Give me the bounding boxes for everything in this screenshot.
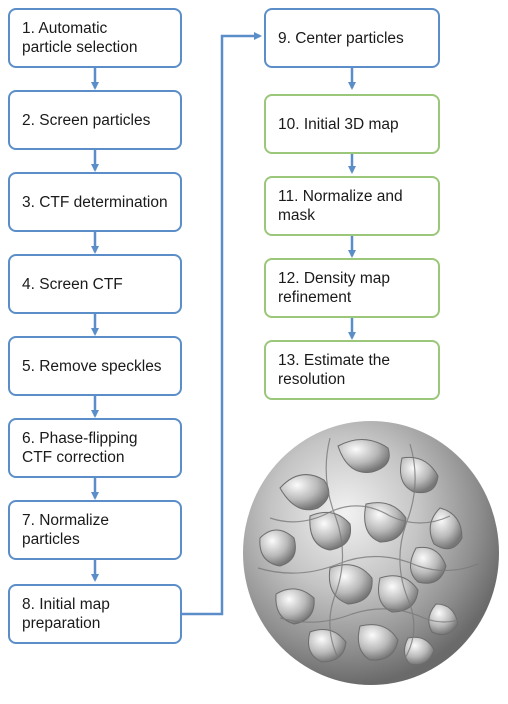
- arrow-8-9: [182, 32, 262, 616]
- step-screen-ctf: 4. Screen CTF: [8, 254, 182, 314]
- step-estimate-resolution: 13. Estimate the resolution: [264, 340, 440, 400]
- step-initial-map-preparation: 8. Initial map preparation: [8, 584, 182, 644]
- step-normalize-and-mask: 11. Normalize and mask: [264, 176, 440, 236]
- step-initial-3d-map: 10. Initial 3D map: [264, 94, 440, 154]
- step-normalize-particles: 7. Normalize particles: [8, 500, 182, 560]
- density-map-icon: [243, 421, 499, 685]
- step-automatic-particle-selection: 1. Automatic particle selection: [8, 8, 182, 68]
- step-density-map-refinement: 12. Density map refinement: [264, 258, 440, 318]
- step-phase-flipping-ctf-correction: 6. Phase-flipping CTF correction: [8, 418, 182, 478]
- step-ctf-determination: 3. CTF determination: [8, 172, 182, 232]
- step-center-particles: 9. Center particles: [264, 8, 440, 68]
- step-screen-particles: 2. Screen particles: [8, 90, 182, 150]
- step-remove-speckles: 5. Remove speckles: [8, 336, 182, 396]
